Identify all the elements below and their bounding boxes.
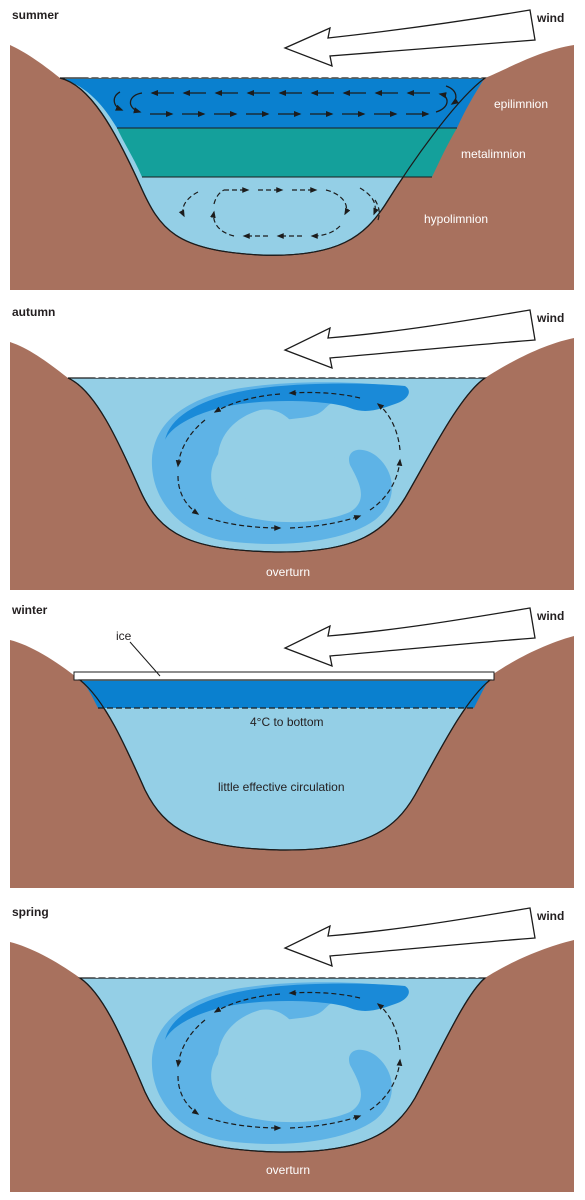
overturn-caption: overturn (266, 565, 310, 579)
basin-outline (67, 377, 486, 553)
ice-sheet (73, 671, 495, 681)
season-label: summer (12, 8, 59, 22)
surface-waves (92, 372, 482, 378)
panel-autumn: autumn wind overturn (10, 305, 574, 590)
basin-outline (79, 679, 491, 851)
season-label: winter (11, 603, 48, 617)
wind-arrow (283, 607, 536, 668)
wind-arrow (283, 309, 536, 370)
season-label: autumn (12, 305, 55, 319)
panel-winter: winter wind ice 4°C to bottom little eff… (10, 603, 574, 888)
wind-label: wind (536, 311, 564, 325)
temperature-note: 4°C to bottom (250, 715, 324, 729)
wind-arrow (283, 907, 536, 968)
overturn-caption: overturn (266, 1163, 310, 1177)
season-label: spring (12, 905, 49, 919)
ice-label: ice (116, 629, 132, 643)
basin-outline (59, 77, 486, 256)
wind-label: wind (536, 909, 564, 923)
circulation-note: little effective circulation (218, 780, 345, 794)
hypolimnion-circulation-arrows (178, 187, 380, 239)
surface-waves (85, 72, 485, 78)
overturn-swirl-inner (217, 409, 344, 506)
basin-outline (79, 977, 486, 1153)
hypolimnion-label: hypolimnion (424, 212, 488, 226)
ice-leader-line (129, 641, 161, 677)
metalimnion-layer (117, 128, 457, 177)
epilimnion-layer (62, 79, 484, 128)
panel-summer: summer wind epilimnion metalimnion hypol… (10, 8, 574, 290)
overturn-swirl-inner (217, 1009, 344, 1106)
overturn-swirl (151, 982, 408, 1144)
metalimnion-label: metalimnion (461, 147, 526, 161)
overturn-swirl-core (165, 383, 409, 440)
overturn-swirl-core (165, 983, 409, 1040)
wind-label: wind (536, 609, 564, 623)
overturn-swirl (151, 382, 408, 544)
epilimnion-circulation-arrows (113, 85, 459, 118)
wind-arrow (283, 9, 536, 68)
overturn-circulation-arrows (175, 389, 403, 531)
panel-spring: spring wind overturn (10, 905, 574, 1192)
surface-waves (92, 972, 482, 978)
epilimnion-label: epilimnion (494, 97, 548, 111)
wind-label: wind (536, 11, 564, 25)
surface-cold-layer (82, 681, 488, 708)
overturn-circulation-arrows (175, 989, 403, 1131)
